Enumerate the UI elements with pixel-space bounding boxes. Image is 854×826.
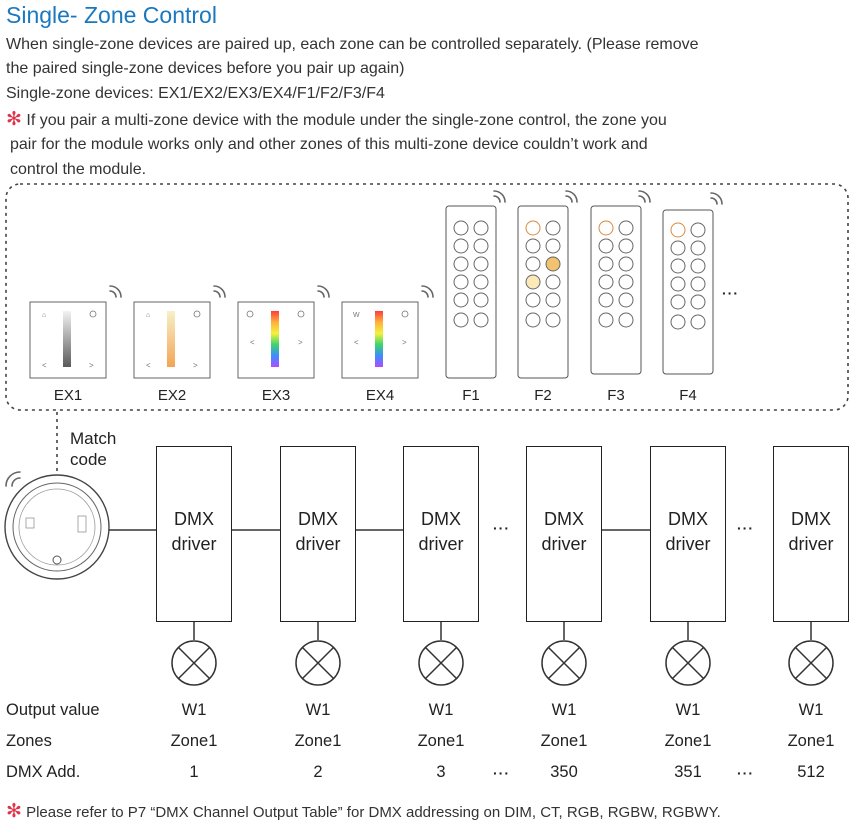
dmx-driver-box [280,446,356,622]
intro-line-3: Single-zone devices: EX1/EX2/EX3/EX4/F1/… [6,85,385,102]
device-label-ex3: EX3 [261,387,291,404]
f4-remote [662,209,714,375]
device-label-ex2: EX2 [157,387,187,404]
dmx-driver-box [526,446,602,622]
driver-gap-ellipsis: ··· [493,520,510,536]
zone-cell: Zone1 [170,732,218,750]
device-group-border [5,183,849,411]
asterisk-icon: ✻ [6,109,22,130]
output-value-cell: W1 [675,701,701,719]
zone-cell: Zone1 [417,732,465,750]
output-value-cell: W1 [551,701,577,719]
intro-line-2: the paired single-zone devices before yo… [6,60,405,77]
svg-text:W: W [353,312,360,319]
output-value-label: Output value [6,701,100,719]
svg-text:<: < [146,361,151,370]
output-value-cell: W1 [305,701,331,719]
svg-text:>: > [298,338,303,347]
ex3-panel: <> [237,301,315,379]
svg-text:<: < [250,338,255,347]
device-label-f1: F1 [462,387,480,404]
zone-cell: Zone1 [294,732,342,750]
device-label-f2: F2 [534,387,552,404]
ex2-panel: ⌂ < > [133,301,211,379]
wireless-signal-icons [5,190,723,487]
zone-cell: Zone1 [664,732,712,750]
zone-cell: Zone1 [787,732,835,750]
dmx-driver-box [773,446,849,622]
ex4-panel: W < > [341,301,419,379]
address-gap-ellipsis: ··· [737,765,754,781]
receiver-module [4,474,110,580]
note-line-1: ✻ If you pair a multi-zone device with t… [6,109,667,130]
lamp-symbols [171,622,834,686]
dmx-address-label: DMX Add. [6,763,81,781]
dmx-address-cell: 351 [674,763,702,781]
device-label-f4: F4 [679,387,697,404]
intro-line-1: When single-zone devices are paired up, … [6,36,699,53]
match-code-label: Match code [70,429,117,469]
note-line-3: control the module. [10,161,147,178]
dmx-driver-box [156,446,232,622]
svg-text:>: > [193,361,198,370]
dmx-driver-box [650,446,726,622]
more-devices-ellipsis: ··· [722,285,739,301]
svg-text:>: > [402,338,407,347]
ex1-panel: ⌂ < > [29,301,107,379]
driver-gap-ellipsis: ··· [737,520,754,536]
zones-label: Zones [6,732,52,750]
section-title: Single- Zone Control [6,2,217,28]
dmx-address-cell: 512 [797,763,825,781]
device-label-ex1: EX1 [53,387,83,404]
output-value-cell: W1 [798,701,824,719]
svg-text:⌂: ⌂ [42,312,46,319]
f2-remote [517,205,569,379]
address-gap-ellipsis: ··· [493,765,510,781]
dmx-address-cell: 350 [550,763,578,781]
output-value-cell: W1 [428,701,454,719]
dmx-driver-box [403,446,479,622]
asterisk-icon: ✻ [6,801,22,822]
dmx-address-cell: 2 [313,763,323,781]
dmx-address-cell: 3 [436,763,446,781]
f1-remote [445,205,497,379]
dmx-address-cell: 1 [189,763,199,781]
device-label-ex4: EX4 [365,387,395,404]
svg-text:⌂: ⌂ [146,312,150,319]
svg-text:<: < [42,361,47,370]
note-line-2: pair for the module works only and other… [10,136,648,153]
svg-text:>: > [89,361,94,370]
footnote: ✻ Please refer to P7 “DMX Channel Output… [6,801,721,822]
svg-text:<: < [354,338,359,347]
zone-cell: Zone1 [540,732,588,750]
output-value-cell: W1 [181,701,207,719]
device-label-f3: F3 [607,387,625,404]
f3-remote [590,205,642,375]
